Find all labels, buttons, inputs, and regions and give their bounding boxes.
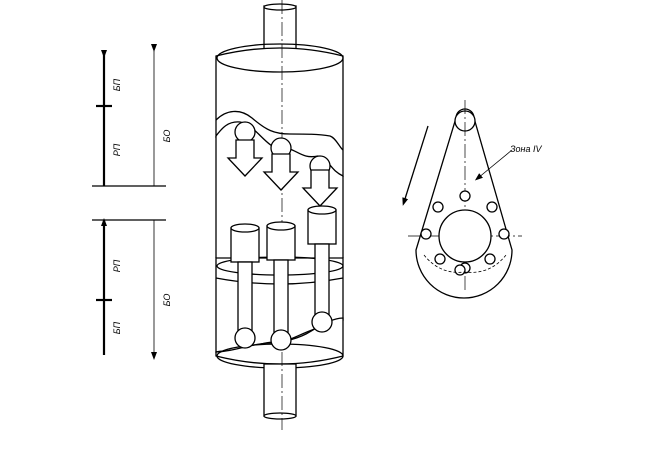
upper-roller-1 [234,121,256,143]
teardrop-outline [415,108,513,299]
center-disk [438,209,492,263]
label-bottom-lower: БП [112,321,122,334]
zone-leader [474,149,513,181]
down-arrow-3 [301,169,339,207]
bottom-shaft [263,363,297,417]
upper-drum-top [216,43,344,73]
down-arrow-2 [262,153,300,191]
plunger-2 [266,221,296,351]
plunger-1 [230,223,260,349]
label-top-upper: БП [112,78,122,91]
cylinder-assembly [215,0,344,430]
upper-cam-drum [215,47,344,178]
label-bottom-upper: РП [112,259,122,272]
plunger-3 [307,205,337,333]
stroke-scale: БП РП БО РП БП БО [92,44,172,360]
label-top-full: БО [162,130,172,143]
label-top-lower: РП [112,143,122,156]
rotation-arrow [402,125,429,206]
down-arrow-1 [226,139,264,177]
upper-cam-edge [215,110,344,151]
zone-label: Зона IV [510,144,542,154]
roller-n [459,190,471,202]
top-view: Зона IV [402,100,542,299]
label-bottom-full: БО [162,294,172,307]
